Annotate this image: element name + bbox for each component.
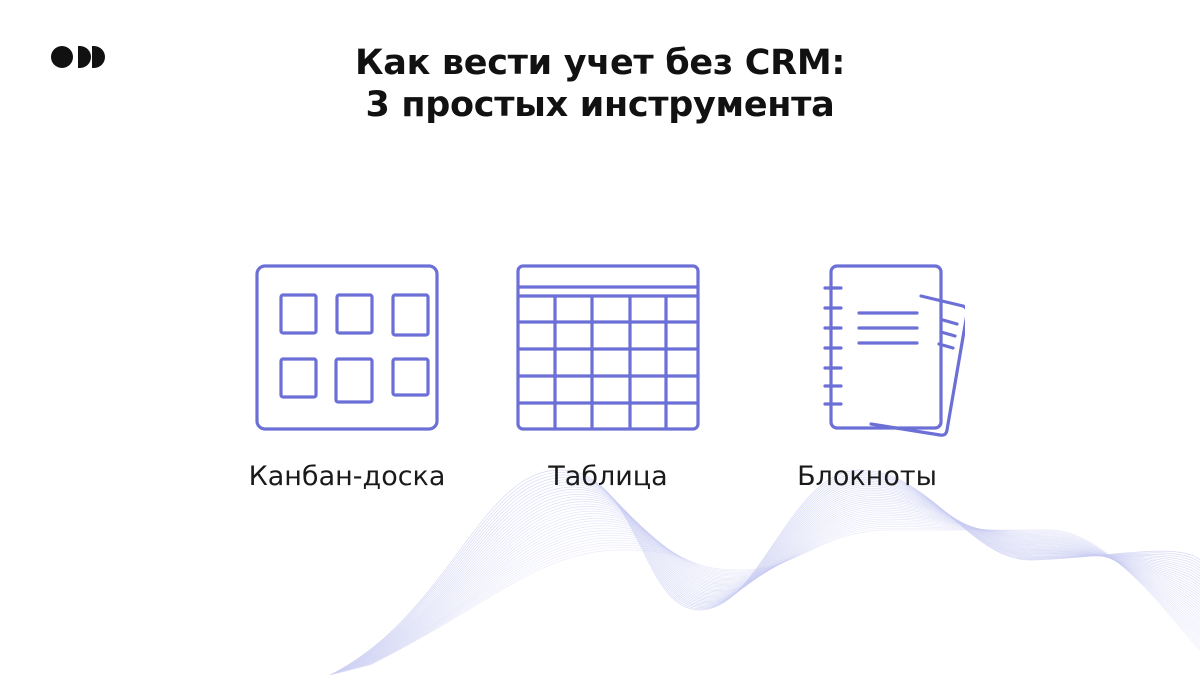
tool-table: Таблица [478,258,738,494]
tool-label-notebook: Блокноты [797,461,937,492]
wave-line [351,502,1200,670]
wave-line [354,506,1200,670]
tool-label-kanban: Канбан-доска [248,461,446,492]
tool-kanban: Канбан-доска [217,258,477,494]
wave-line [357,511,1200,669]
wave-line [355,507,1200,669]
title-line-2: 3 простых инструмента [365,85,835,125]
wave-line [362,518,1200,668]
wave-line [363,520,1200,667]
wave-line [368,527,1200,666]
notebook-icon [823,264,965,437]
wave-line [361,516,1200,668]
wave-line [332,473,1200,675]
wave-line [340,486,1200,673]
wave-line [352,504,1200,670]
page-title: Как вести учет без CRM: 3 простых инстру… [0,42,1200,126]
wave-line [360,515,1200,668]
wave-line [331,471,1200,675]
wave-line [339,484,1200,673]
wave-line [329,469,1200,675]
wave-line [364,522,1200,667]
kanban-board-icon [255,264,439,431]
table-icon [516,264,700,431]
wave-line [338,482,1200,674]
title-line-1: Как вести учет без CRM: [354,43,846,83]
wave-line [334,476,1200,675]
wave-line [333,475,1200,675]
wave-line [346,495,1200,672]
tool-label-table: Таблица [548,461,668,492]
three-dots-logo-icon [51,46,105,68]
wave-line [358,513,1200,669]
wave-line [337,480,1200,674]
wave-line [335,478,1200,674]
tool-notebook: Блокноты [737,258,997,494]
wave-line [369,529,1200,666]
wave-line [356,509,1200,669]
wave-line [367,526,1200,666]
wave-line [345,493,1200,672]
wave-line [366,524,1200,667]
